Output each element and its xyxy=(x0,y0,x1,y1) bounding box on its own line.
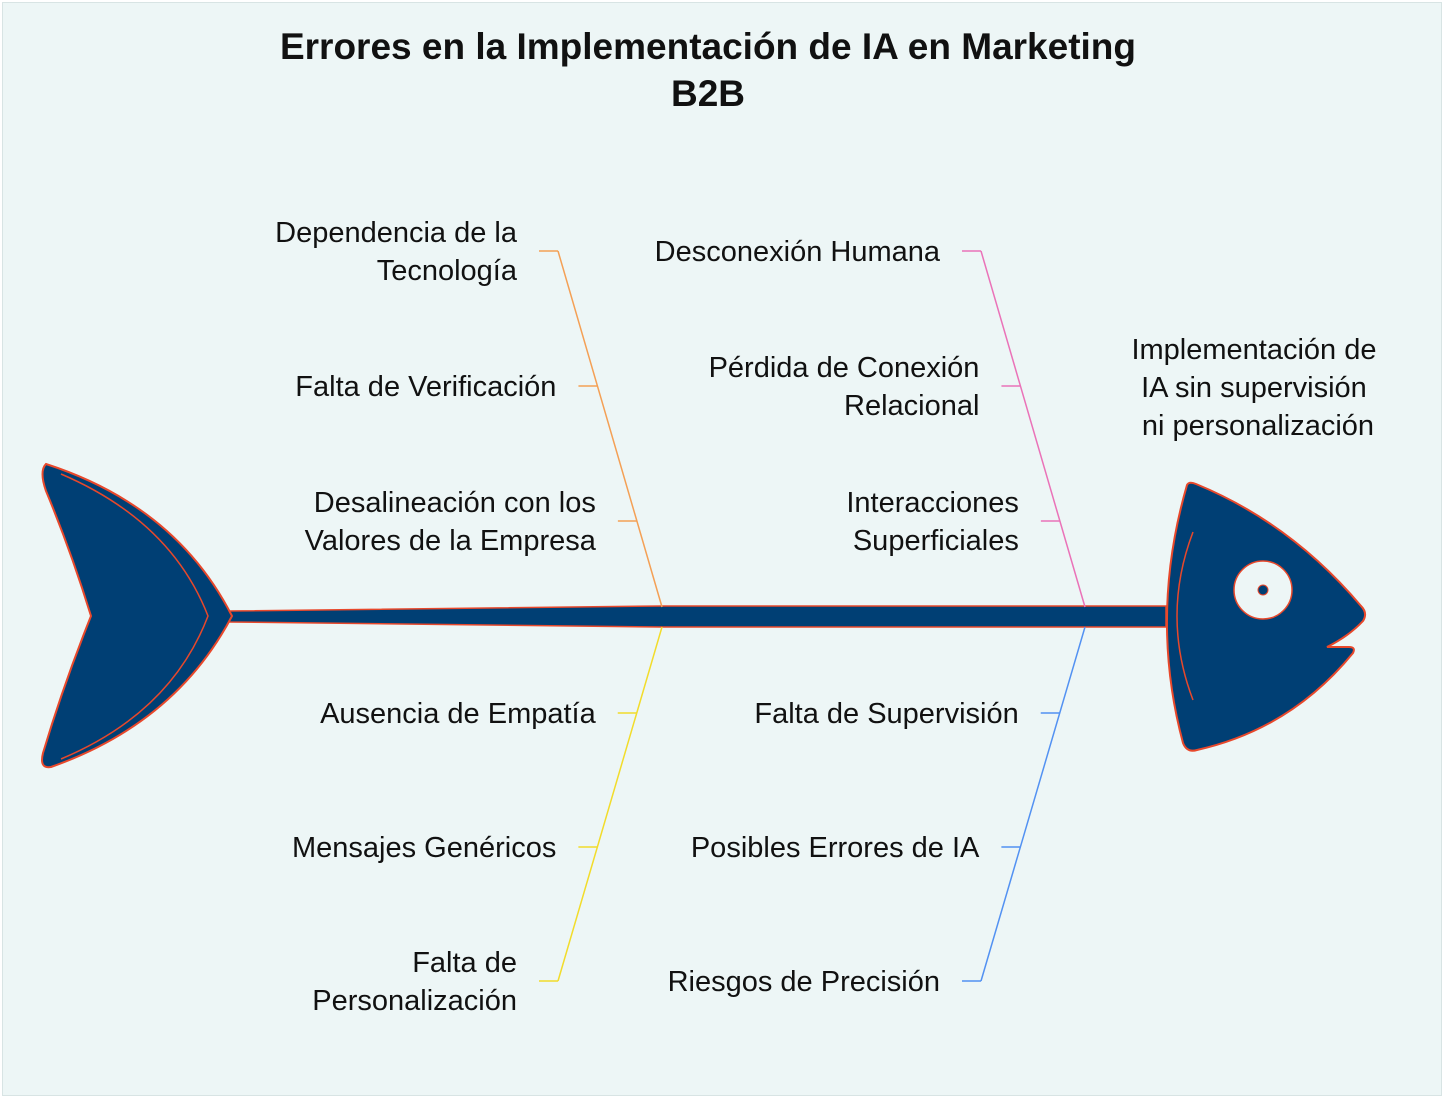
bone-bottom_left xyxy=(557,626,663,982)
diagram-title-line-1: Errores en la Implementación de IA en Ma… xyxy=(280,26,1136,67)
cause-label: Mensajes Genéricos xyxy=(292,832,556,864)
cause-label: Ausencia de Empatía xyxy=(320,698,597,730)
fish-pupil xyxy=(1257,584,1269,596)
fish-tail xyxy=(41,462,234,769)
cause-label: Falta de Verificación xyxy=(295,371,556,403)
cause-label: Riesgos de Precisión xyxy=(668,966,940,998)
cause-label: Posibles Errores de IA xyxy=(691,832,980,864)
diagram-title-line-2: B2B xyxy=(671,73,745,114)
cause-label: Falta de Supervisión xyxy=(754,698,1018,730)
fish-gill-line xyxy=(1176,531,1194,701)
diagram-canvas: Errores en la Implementación de IA en Ma… xyxy=(41,26,1384,1017)
bone-top_left xyxy=(557,250,663,608)
bone-bottom_right xyxy=(980,626,1086,982)
fish-spine xyxy=(228,605,1167,628)
bone-top_right xyxy=(980,250,1086,608)
fish-tail-line xyxy=(60,473,209,760)
effect-label: Implementación de IA sin supervisión ni … xyxy=(1131,334,1384,442)
cause-label: Desconexión Humana xyxy=(655,236,941,268)
